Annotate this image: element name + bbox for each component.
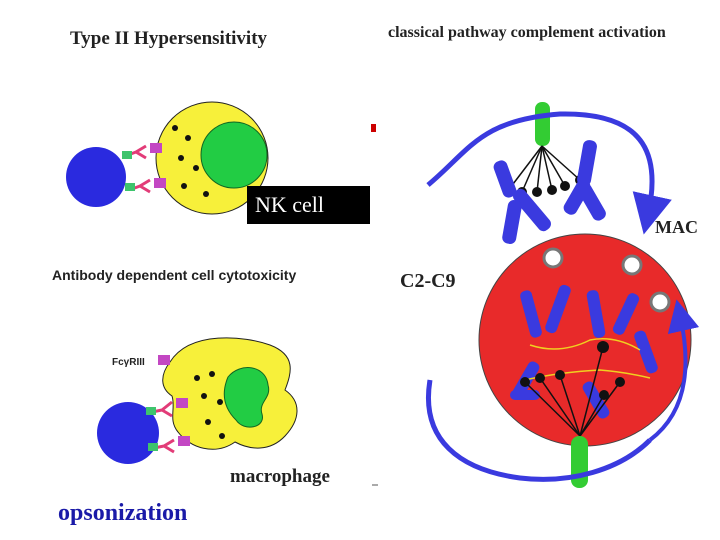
mac-pores <box>542 247 671 313</box>
red-mark <box>371 124 376 132</box>
nk-nucleus <box>200 121 268 189</box>
target-cell-opsonized <box>97 402 159 464</box>
opsonization-illustration <box>97 337 378 486</box>
opsonization-label: opsonization <box>58 500 188 526</box>
c1q-top <box>535 102 550 146</box>
c1q-stalks <box>509 145 581 193</box>
macrophage-label: macrophage <box>230 466 330 487</box>
c1q-bottom-heads <box>520 341 625 400</box>
macrophage-granules <box>194 371 225 439</box>
yellow-links <box>524 338 651 381</box>
c2-c9-label: C2-C9 <box>400 270 456 292</box>
adcc-illustration <box>66 101 269 215</box>
free-antibodies <box>493 140 606 244</box>
complement-illustration <box>426 102 700 488</box>
arrow-bottom <box>426 379 652 482</box>
nk-cell-label: NK cell <box>247 186 370 224</box>
c1q-bottom-stalks <box>524 346 621 437</box>
adcc-label: Antibody dependent cell cytotoxicity <box>52 267 297 283</box>
receptor-label: FcγRIII <box>112 357 145 368</box>
target-cell-adcc <box>66 147 126 207</box>
fc-receptor-1 <box>158 355 170 365</box>
macrophage-nucleus <box>223 367 270 428</box>
arrow-top <box>426 111 672 235</box>
nk-granules <box>172 125 209 197</box>
type2-title: Type II Hypersensitivity <box>70 28 268 49</box>
c1q-bottom <box>571 436 588 488</box>
arrow-right <box>648 299 700 442</box>
complement-title: classical pathway complement activation <box>388 24 666 41</box>
